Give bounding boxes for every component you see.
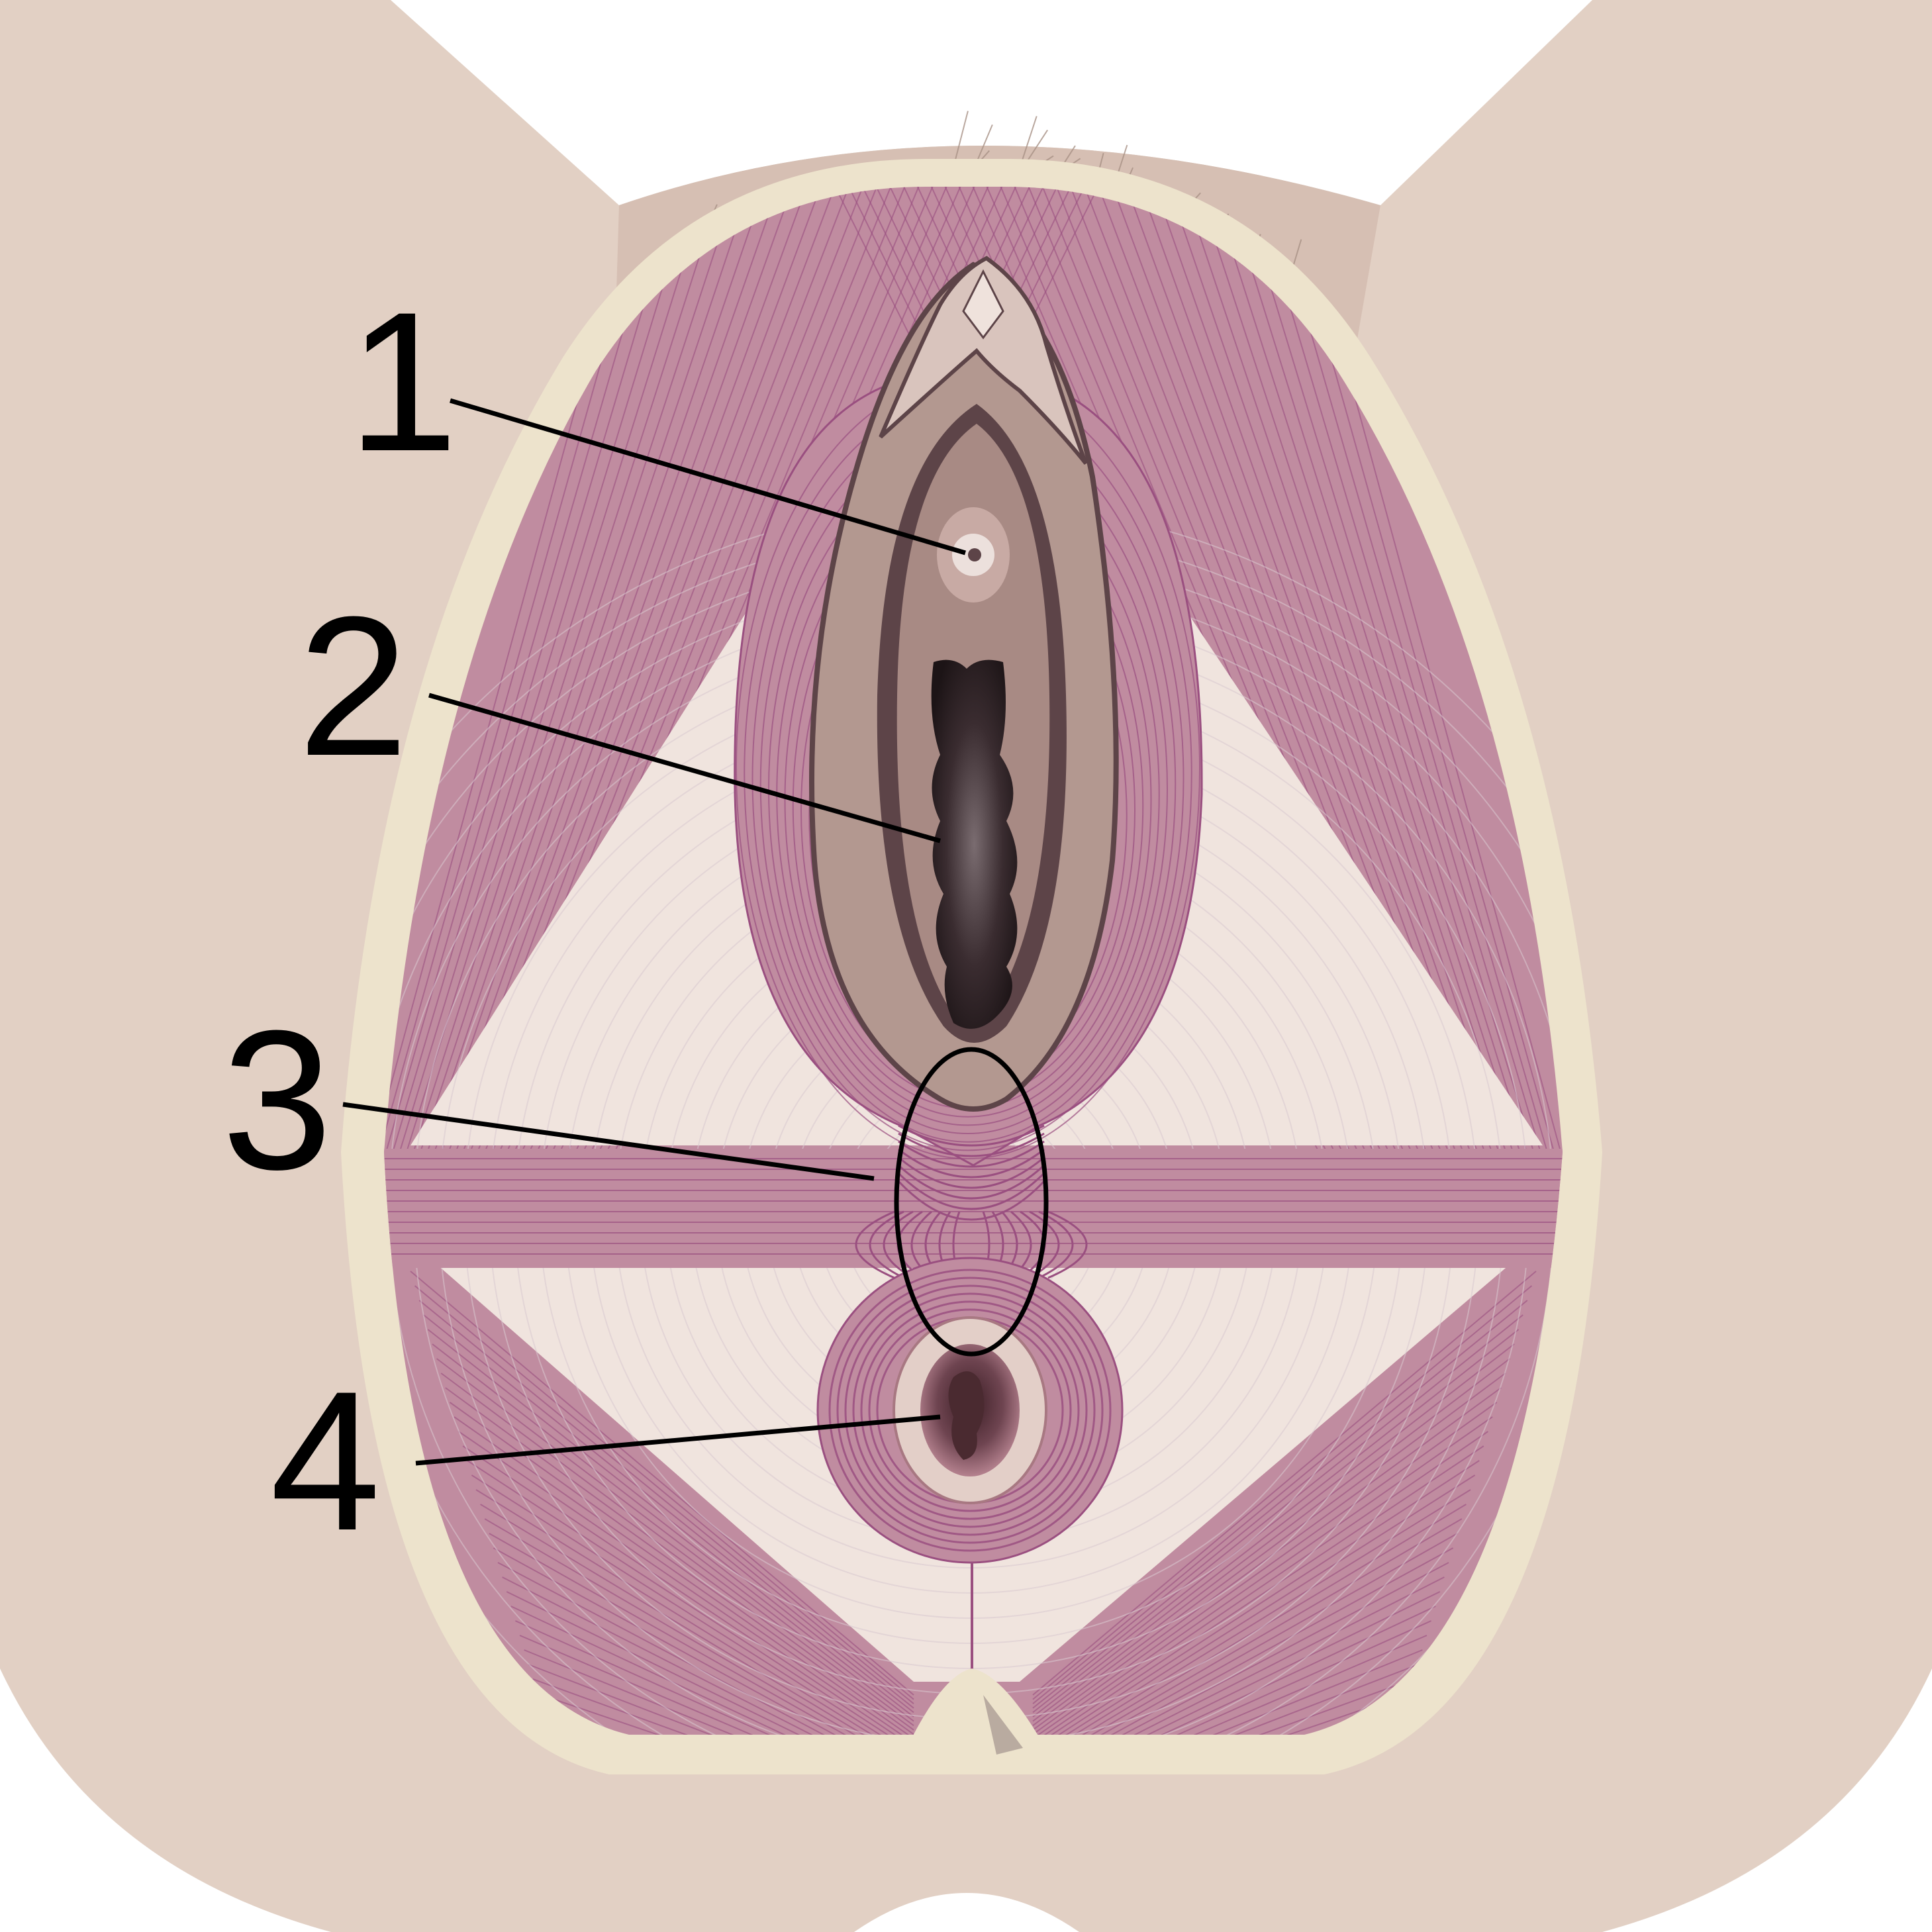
vaginal-opening	[931, 659, 1018, 1029]
leader-line-4	[415, 1414, 941, 1466]
vulva	[809, 256, 1119, 1112]
callout-number-3: 3	[222, 989, 332, 1211]
clitoris	[962, 269, 1004, 340]
leader-line-3	[342, 1102, 875, 1181]
leader-line-1	[450, 398, 966, 555]
leader-line-2	[428, 693, 941, 844]
coccyx	[983, 1695, 1023, 1755]
callout-number-2: 2	[298, 575, 409, 797]
perineal-body-marker	[894, 1047, 1049, 1357]
anus	[893, 1316, 1047, 1504]
leader-lines	[342, 398, 966, 1466]
callout-number-4: 4	[270, 1349, 381, 1572]
urethral-opening	[937, 507, 1010, 603]
sphincter-rings	[828, 1269, 1112, 1552]
callout-number-1: 1	[348, 270, 458, 493]
